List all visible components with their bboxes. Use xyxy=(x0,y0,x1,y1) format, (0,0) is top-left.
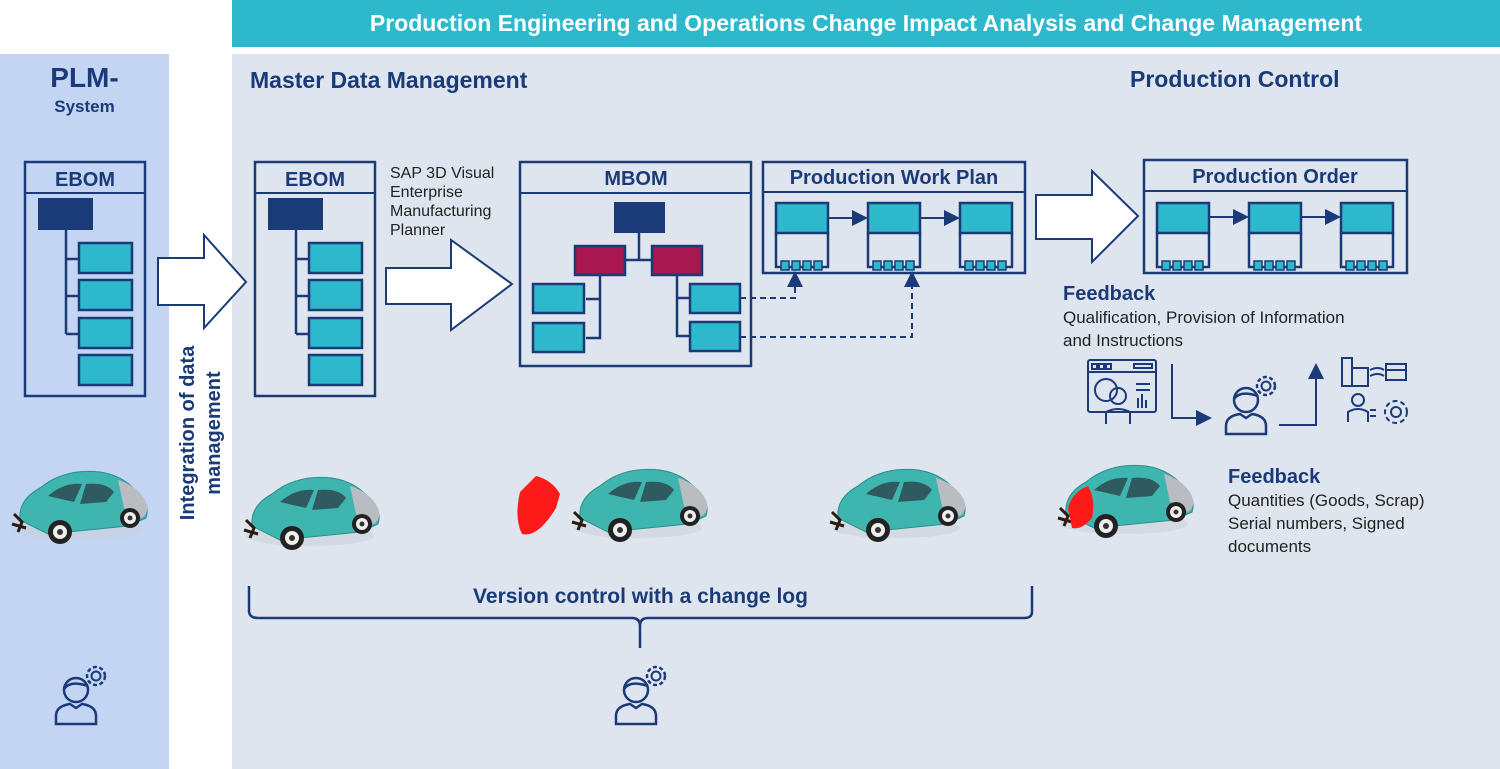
feedback-line: and Instructions xyxy=(1063,331,1184,350)
plm-ebom-label: EBOM xyxy=(55,169,115,191)
tool-label-line: Enterprise xyxy=(390,184,463,201)
banner-title: Production Engineering and Operations Ch… xyxy=(369,10,1363,36)
feedback-title: Feedback xyxy=(1228,466,1321,488)
plm-system-panel xyxy=(0,54,169,769)
car-model-image xyxy=(828,467,967,544)
feedback-quantities: Feedback Quantities (Goods, Scrap) Seria… xyxy=(1228,466,1425,558)
factory-worker-gear-icon xyxy=(1341,357,1408,424)
mbom-label: MBOM xyxy=(604,168,667,190)
plm-title: PLM- xyxy=(50,62,119,93)
work-plan-label: Production Work Plan xyxy=(790,167,999,189)
car-model-image xyxy=(10,469,149,546)
production-order xyxy=(1142,158,1409,275)
plm-subtitle: System xyxy=(54,97,115,116)
control-arrow-icon xyxy=(1035,168,1140,265)
feedback-line: Quantities (Goods, Scrap) xyxy=(1228,491,1425,510)
tool-label-line: SAP 3D Visual xyxy=(390,165,495,182)
feedback-line: Serial numbers, Signed xyxy=(1228,514,1405,533)
master-data-title: Master Data Management xyxy=(250,67,528,93)
production-order-label: Production Order xyxy=(1192,166,1358,188)
engineer-gear-icon xyxy=(614,665,667,726)
car-model-image xyxy=(570,467,709,544)
engineer-gear-icon xyxy=(1224,375,1277,436)
feedback-title: Feedback xyxy=(1063,283,1156,305)
tool-label: SAP 3D Visual Enterprise Manufacturing P… xyxy=(390,164,494,240)
feedback-line: Qualification, Provision of Information xyxy=(1063,308,1345,327)
top-banner: Production Engineering and Operations Ch… xyxy=(232,0,1500,47)
car-model-image xyxy=(242,475,381,552)
integration-arrow-icon xyxy=(157,232,248,331)
planner-arrow-icon xyxy=(385,238,514,333)
dashed-link xyxy=(740,271,920,338)
highlighted-part xyxy=(517,476,560,535)
flow-arrow xyxy=(1279,363,1324,426)
plm-ebom-tree xyxy=(23,160,147,398)
master-ebom-tree xyxy=(253,160,377,398)
feedback-line: documents xyxy=(1228,537,1312,556)
dashboard-presentation-icon xyxy=(1087,359,1157,424)
production-control-title: Production Control xyxy=(1130,66,1340,92)
dashed-link xyxy=(740,271,803,299)
tool-label-line: Manufacturing xyxy=(390,203,492,220)
mbom-tree xyxy=(518,160,753,368)
engineer-gear-icon xyxy=(54,665,107,726)
feedback-qualification: Feedback Qualification, Provision of Inf… xyxy=(1063,283,1345,352)
flow-arrow xyxy=(1171,364,1212,426)
version-control-bracket xyxy=(247,586,1034,648)
tool-label-line: Planner xyxy=(390,222,446,239)
version-control-label: Version control with a change log xyxy=(473,585,808,608)
production-work-plan xyxy=(761,160,1027,275)
master-ebom-label: EBOM xyxy=(285,169,345,191)
main-panel xyxy=(232,54,1500,769)
highlighted-part xyxy=(1068,486,1094,529)
